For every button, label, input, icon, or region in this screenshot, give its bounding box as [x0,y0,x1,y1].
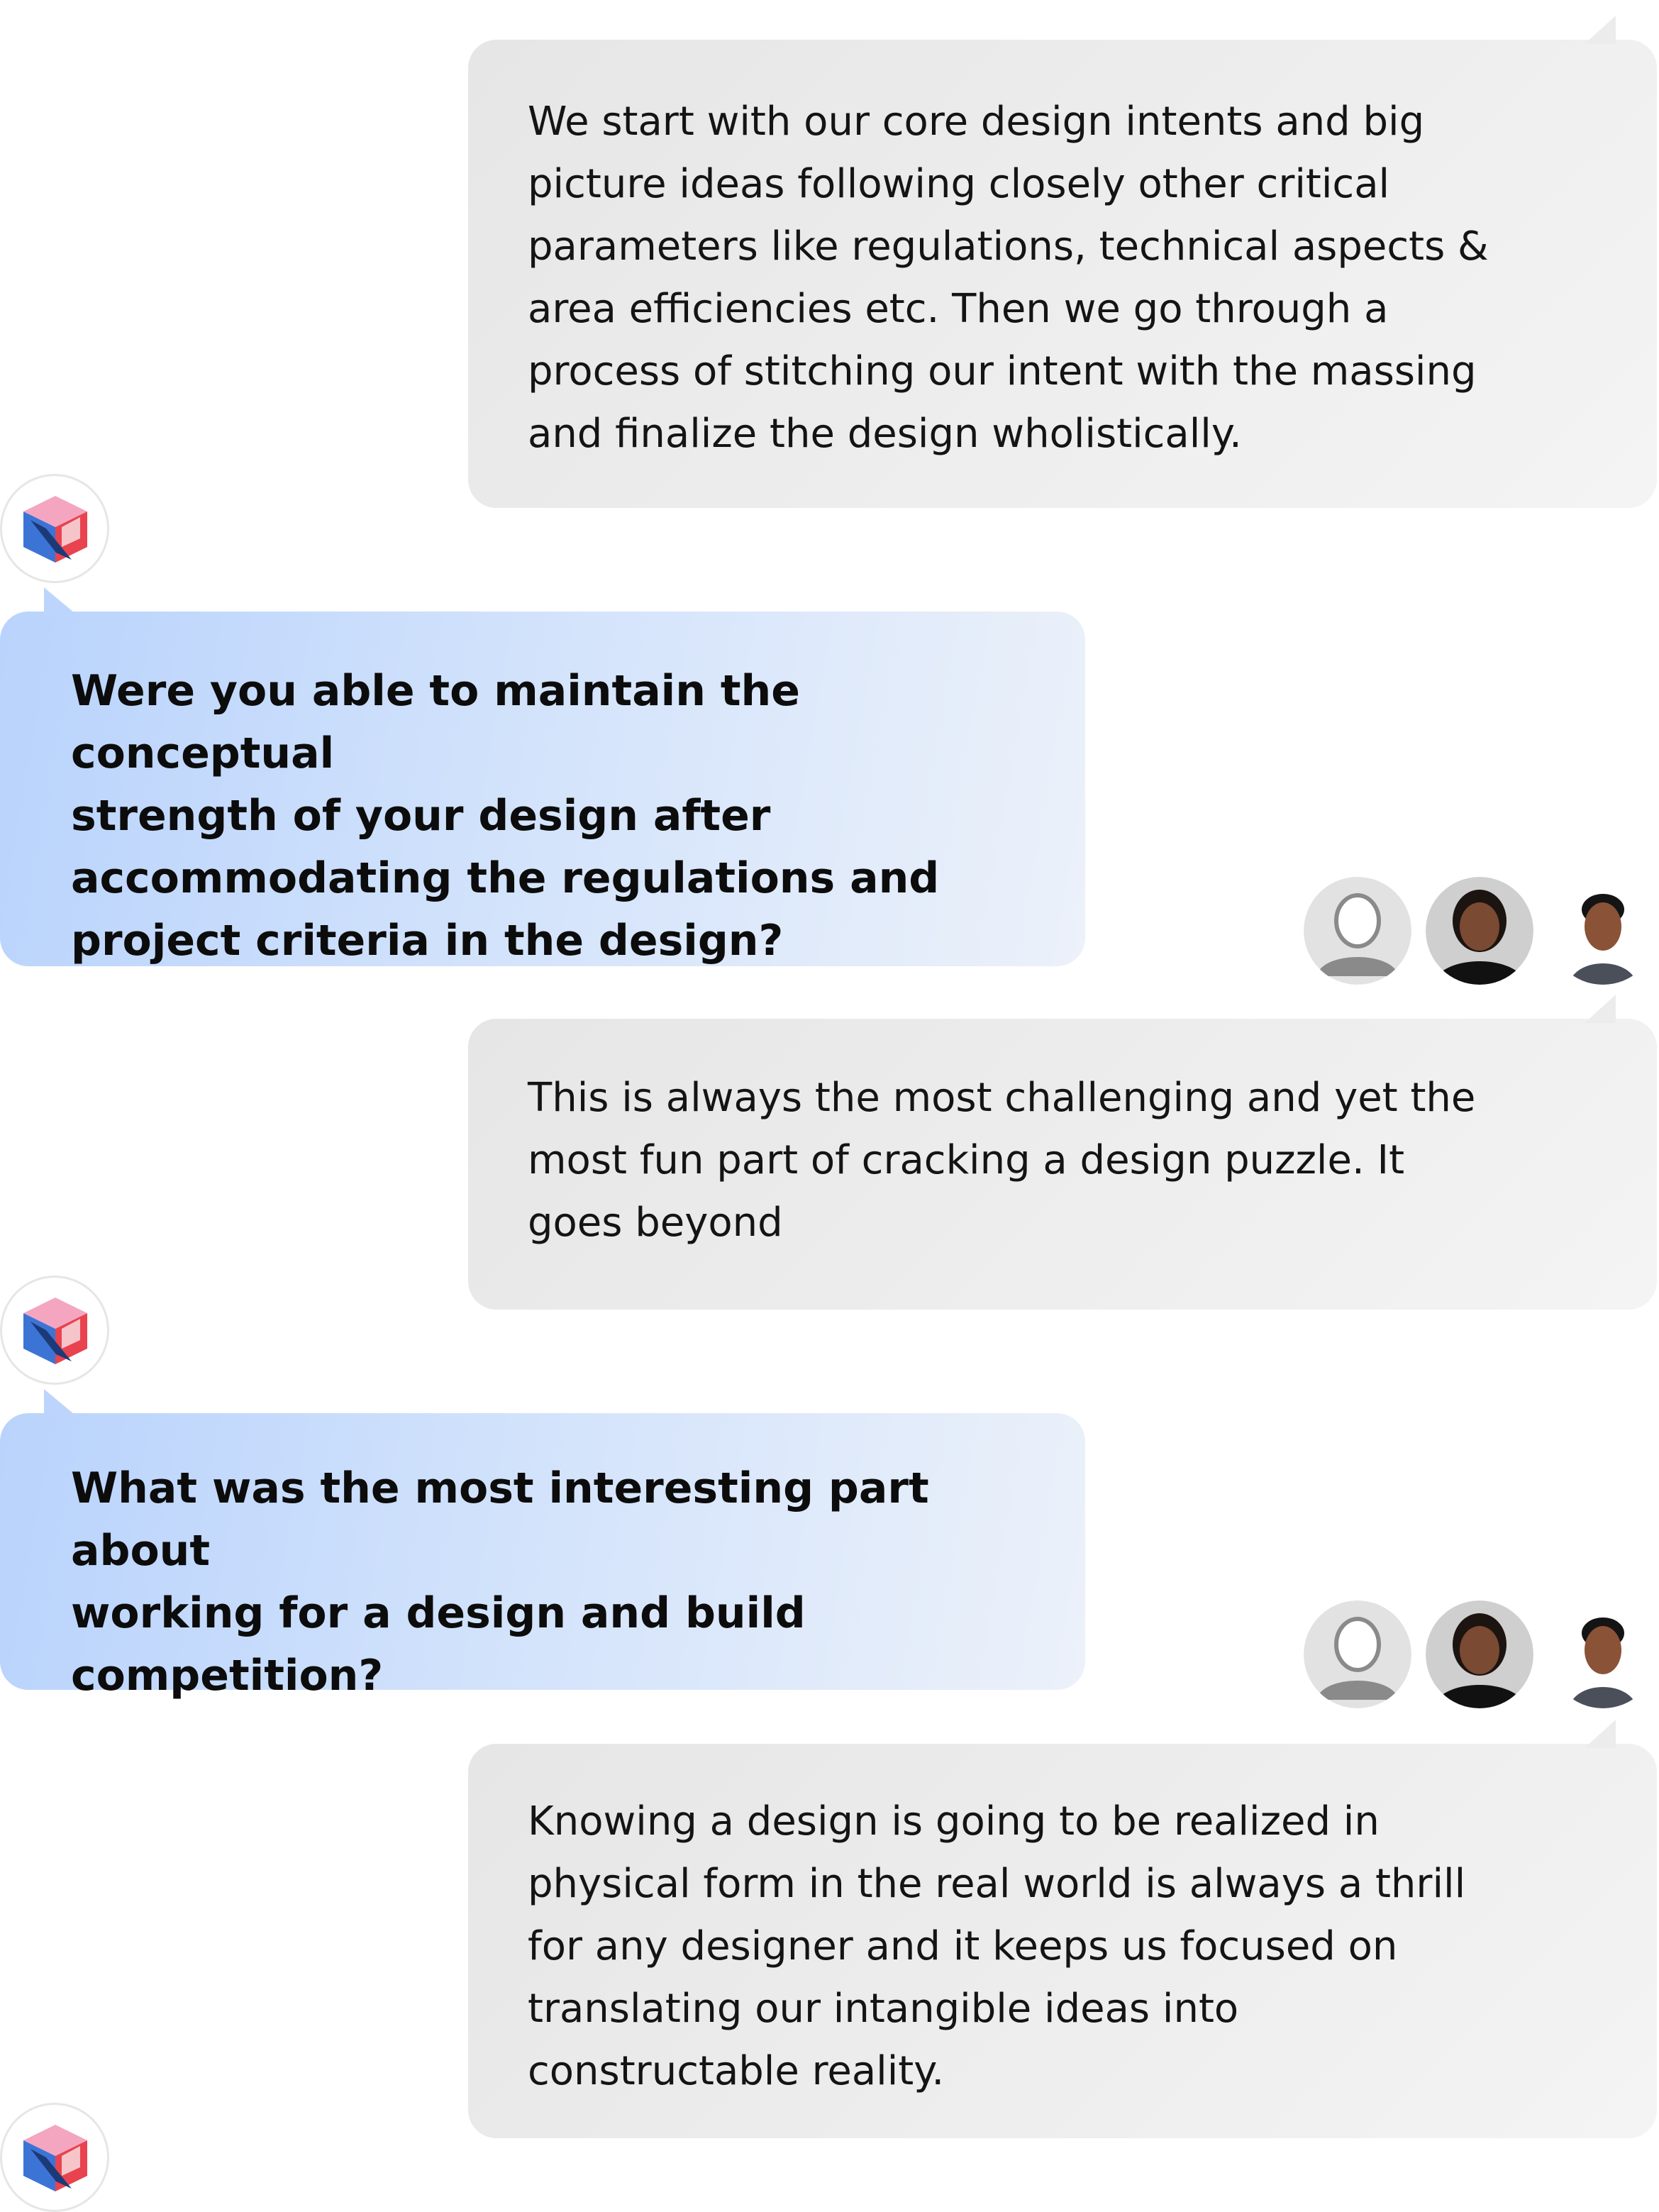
question-text-2: What was the most interesting part about… [71,1464,929,1701]
answer-text-3: Knowing a design is going to be realized… [528,1798,1466,2094]
answer-bubble-2: This is always the most challenging and … [468,995,1657,1310]
avatar-placeholder [1304,1600,1411,1708]
answer-bubble-3: Knowing a design is going to be realized… [468,1720,1657,2138]
bubble-tail [1585,16,1616,44]
bubble-tail [44,1389,78,1417]
person-placeholder-icon [1304,877,1411,985]
question-text-1: Were you able to maintain the conceptual… [71,666,940,966]
answer-text-1: We start with our core design intents an… [528,99,1489,457]
bubble-tail [1585,1720,1616,1748]
answer-bubble-1: We start with our core design intents an… [468,16,1657,508]
bubble-tail [1585,995,1616,1023]
question-bubble-2: What was the most interesting part about… [0,1389,1085,1701]
avatar-placeholder [1304,877,1411,985]
avatar-woman [1426,1600,1533,1708]
brand-logo-icon [0,2103,109,2212]
avatar-man [1549,877,1657,985]
question-bubble-1: Were you able to maintain the conceptual… [0,587,1085,966]
person-placeholder-icon [1304,1600,1411,1708]
bubble-tail [44,587,78,616]
brand-logo-icon [0,474,109,583]
avatar-woman [1426,877,1533,985]
avatar-man [1549,1600,1657,1708]
answer-text-2: This is always the most challenging and … [528,1075,1476,1246]
brand-logo-icon [0,1276,109,1385]
